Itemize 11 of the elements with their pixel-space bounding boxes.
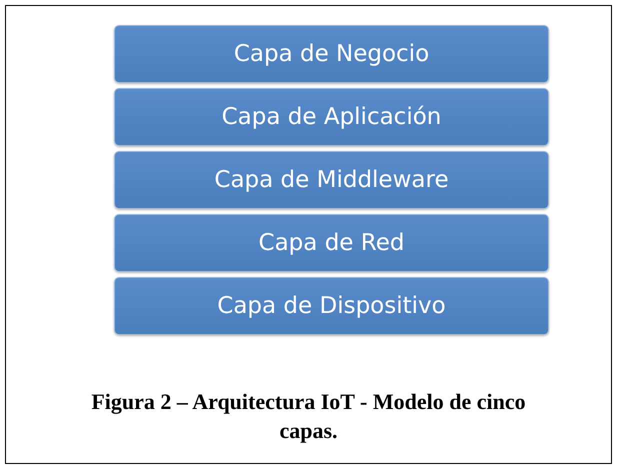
layer-box [114,277,549,335]
layer-box [114,88,549,146]
layer-label: Capa de Aplicación [222,104,442,130]
layer-label: Capa de Middleware [214,167,449,193]
layer-label: Capa de Dispositivo [217,293,446,319]
layer-box [114,25,549,83]
layer-label: Capa de Red [258,230,404,256]
layer-box [114,214,549,272]
layer-box [114,151,549,209]
layer-label: Capa de Negocio [234,41,430,67]
figure-caption: Figura 2 – Arquitectura IoT - Modelo de cinco capas. [90,388,527,445]
